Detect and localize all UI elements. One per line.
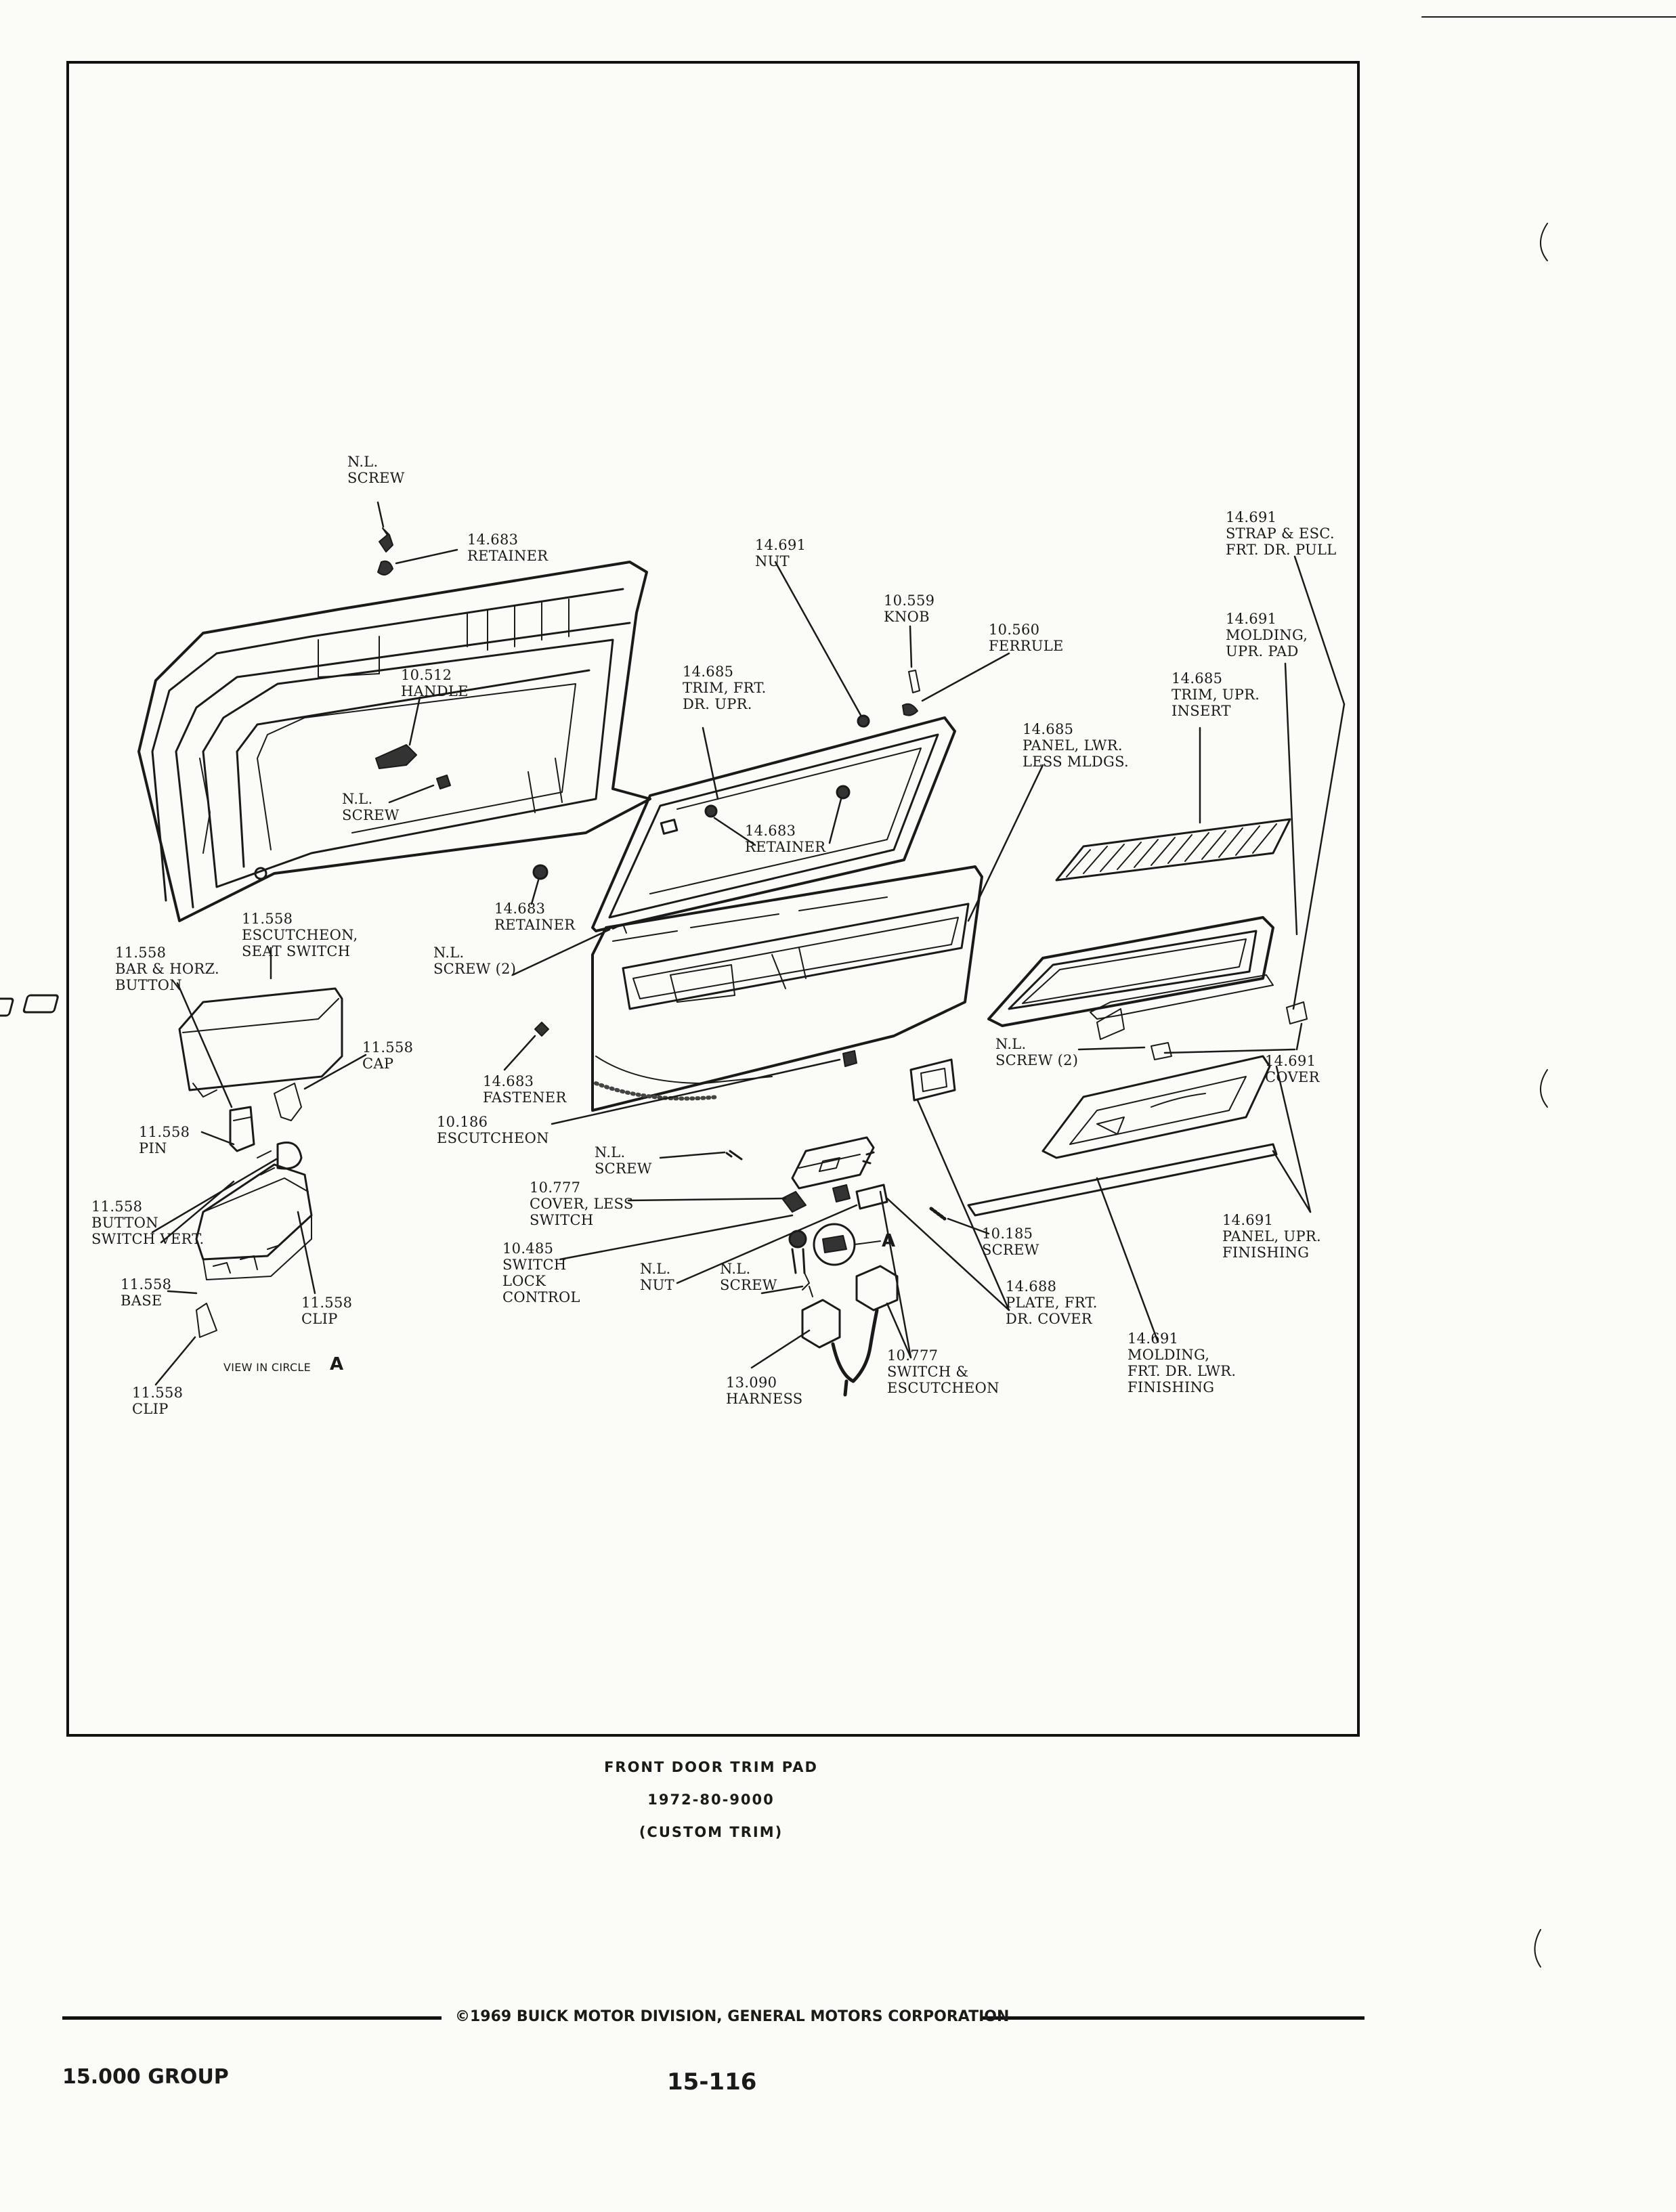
label-nl-nut: N.L.NUT	[640, 1261, 674, 1293]
label-nl-screw-mid: N.L.SCREW	[595, 1144, 652, 1177]
view-circle-letter: A	[330, 1354, 344, 1374]
plate-frt-dr-cover	[909, 1058, 956, 1102]
caption-number: 1972-80-9000	[647, 1792, 775, 1808]
lower-molding-strip	[967, 1143, 1278, 1217]
footer-page-number: 15-116	[667, 2068, 757, 2096]
caption-title: FRONT DOOR TRIM PAD	[604, 1759, 818, 1775]
label-nl-screw-top: N.L.SCREW	[347, 454, 405, 486]
label-nl-screw-handle: N.L.SCREW	[342, 791, 400, 823]
footer-rule-right	[982, 2016, 1365, 2020]
diagram-frame	[66, 61, 1360, 1737]
view-in-circle-label: VIEW IN CIRCLE	[223, 1361, 311, 1374]
seat-switch-assembly	[0, 987, 343, 1338]
circle-a-callout-letter: A	[882, 1231, 896, 1251]
upper-trim-panel	[591, 716, 956, 932]
upper-insert-strip	[1055, 818, 1291, 882]
label-nl-screw-lower: N.L.SCREW	[720, 1261, 777, 1293]
footer-group: 15.000 GROUP	[62, 2065, 229, 2089]
footer-rule-left	[62, 2016, 442, 2020]
caption-trim: (CUSTOM TRIM)	[639, 1824, 783, 1840]
door-inner-panel	[137, 561, 651, 922]
upper-finishing-panel	[1041, 1055, 1271, 1159]
upper-molding-pad	[987, 916, 1274, 1027]
lower-trim-panel	[591, 865, 983, 1112]
label-nl-screw-2-left: N.L.SCREW (2)	[433, 945, 517, 977]
label-nl-screw-2-right: N.L.SCREW (2)	[995, 1036, 1079, 1068]
footer-copyright: ©1969 BUICK MOTOR DIVISION, GENERAL MOTO…	[455, 2008, 1010, 2025]
